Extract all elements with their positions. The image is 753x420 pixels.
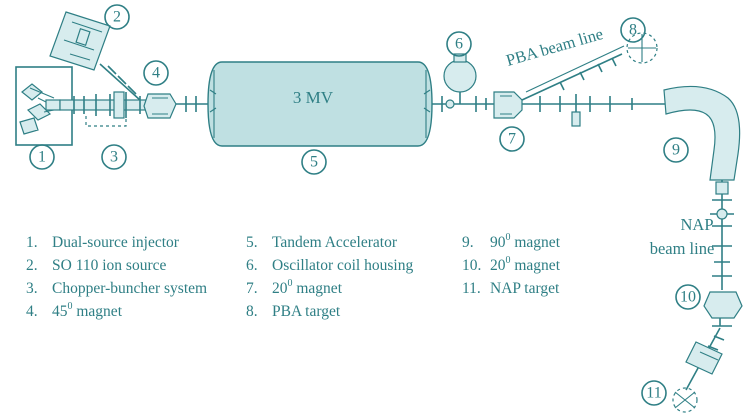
- svg-text:7.: 7.: [246, 280, 258, 297]
- legend-item-1: 1. Dual-source injector: [26, 234, 180, 251]
- svg-text:200 magnet: 200 magnet: [490, 255, 561, 274]
- svg-text:900 magnet: 900 magnet: [490, 232, 561, 251]
- legend-item-4: 4. 450 magnet: [26, 301, 123, 320]
- oscillator-coil-housing: [432, 53, 494, 112]
- svg-text:11: 11: [646, 385, 661, 402]
- marker-10: 10: [675, 284, 701, 310]
- svg-text:6: 6: [455, 36, 463, 53]
- svg-text:5.: 5.: [246, 234, 258, 251]
- svg-text:Chopper-buncher system: Chopper-buncher system: [52, 280, 207, 297]
- svg-text:Tandem Accelerator: Tandem Accelerator: [272, 234, 398, 251]
- svg-text:1.: 1.: [26, 234, 38, 251]
- svg-text:2: 2: [113, 9, 121, 26]
- svg-text:9.: 9.: [462, 234, 474, 251]
- marker-4: 4: [143, 60, 169, 86]
- marker-1: 1: [29, 144, 55, 170]
- svg-text:3: 3: [110, 149, 118, 166]
- legend-item-11: 11. NAP target: [462, 280, 560, 297]
- legend-item-8: 8. PBA target: [246, 303, 341, 320]
- nap-label-1: NAP: [680, 215, 713, 234]
- magnet-90: [663, 85, 741, 181]
- svg-text:6.: 6.: [246, 257, 258, 274]
- nap-target-line: [672, 327, 725, 413]
- marker-7: 7: [499, 126, 525, 152]
- svg-text:2.: 2.: [26, 257, 38, 274]
- marker-11: 11: [641, 380, 667, 406]
- legend: 1. Dual-source injector 2. SO 110 ion so…: [26, 232, 561, 320]
- svg-text:450 magnet: 450 magnet: [52, 301, 123, 320]
- beam-line-to-90-magnet: [522, 94, 672, 127]
- svg-text:Oscillator coil housing: Oscillator coil housing: [272, 257, 413, 274]
- marker-8: 8: [620, 17, 646, 43]
- svg-text:10.: 10.: [462, 257, 481, 274]
- marker-9: 9: [663, 137, 689, 163]
- magnet-45: [143, 93, 177, 119]
- marker-3: 3: [101, 144, 127, 170]
- svg-text:3.: 3.: [26, 280, 38, 297]
- legend-item-6: 6. Oscillator coil housing: [246, 257, 413, 274]
- so110-ion-source: [49, 11, 141, 101]
- svg-text:10: 10: [680, 289, 696, 306]
- tank-label: 3 MV: [293, 88, 334, 107]
- legend-item-3: 3. Chopper-buncher system: [26, 280, 207, 297]
- svg-text:1: 1: [38, 149, 46, 166]
- svg-text:9: 9: [672, 142, 680, 159]
- marker-6: 6: [446, 31, 472, 57]
- tandem-accelerator-tank: 3 MV: [207, 61, 433, 147]
- nap-label-2: beam line: [650, 239, 715, 258]
- legend-item-2: 2. SO 110 ion source: [26, 257, 166, 274]
- marker-5: 5: [301, 149, 327, 175]
- svg-text:200 magnet: 200 magnet: [272, 278, 343, 297]
- svg-text:11.: 11.: [462, 280, 481, 297]
- svg-text:8.: 8.: [246, 303, 258, 320]
- svg-text:PBA target: PBA target: [272, 303, 341, 320]
- svg-text:7: 7: [508, 131, 516, 148]
- svg-text:4: 4: [152, 65, 160, 82]
- pba-line-label: PBA beam line: [504, 24, 605, 70]
- svg-text:Dual-source injector: Dual-source injector: [52, 234, 180, 251]
- svg-text:4.: 4.: [26, 303, 38, 320]
- svg-text:5: 5: [310, 154, 318, 171]
- legend-item-9: 9. 900 magnet: [462, 232, 561, 251]
- svg-text:NAP target: NAP target: [490, 280, 560, 297]
- magnet-20-nap: [703, 291, 743, 327]
- magnet-20-switching: [493, 91, 523, 119]
- legend-item-7: 7. 200 magnet: [246, 278, 343, 297]
- legend-item-5: 5. Tandem Accelerator: [246, 234, 398, 251]
- nap-beam-line: NAP beam line: [650, 180, 734, 290]
- svg-text:8: 8: [629, 22, 637, 39]
- legend-item-10: 10. 200 magnet: [462, 255, 561, 274]
- svg-text:SO 110 ion source: SO 110 ion source: [52, 257, 166, 274]
- marker-2: 2: [104, 4, 130, 30]
